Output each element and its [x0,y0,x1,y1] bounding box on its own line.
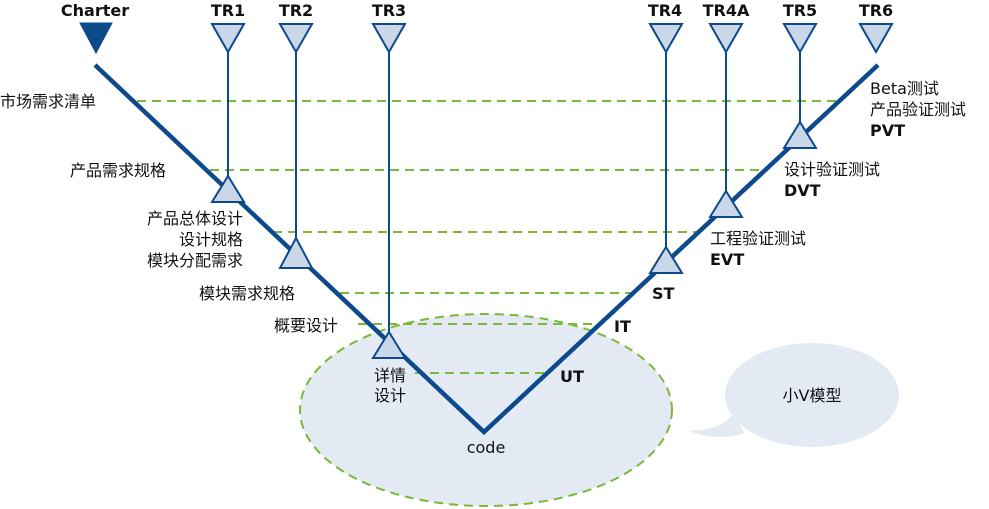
tr4a-milestone-icon [708,189,744,218]
tr3-gate-icon [371,23,407,55]
gate-label-tr4: TR4 [648,1,682,20]
gate-label-tr3: TR3 [372,1,406,20]
tr6-gate-icon [858,23,894,55]
label-overall-design-2: 设计规格 [179,230,243,249]
gate-label-tr5: TR5 [783,1,817,20]
label-code: code [467,438,506,457]
label-pvt-2: 产品验证测试 [870,100,966,119]
label-overall-design-3: 模块分配需求 [147,251,243,270]
label-dvt-1: 设计验证测试 [784,160,880,179]
speech-bubble: 小V模型 [688,343,899,447]
label-overall-design-1: 产品总体设计 [147,209,243,228]
label-detail-design-2: 设计 [374,386,406,405]
gate-label-tr4a: TR4A [703,1,750,20]
label-outline-design: 概要设计 [274,316,338,335]
label-st: ST [652,284,675,303]
small-v-ellipse [299,313,673,507]
tr3-milestone-icon [371,330,407,359]
tr4-gate-icon [648,23,684,55]
bubble-label: 小V模型 [783,386,842,405]
gate-label-tr2: TR2 [279,1,313,20]
tr2-gate-icon [278,23,314,55]
label-product-requirements: 产品需求规格 [70,161,166,180]
tr4-milestone-icon [648,245,684,274]
label-pvt-3: PVT [870,121,905,140]
label-dvt-2: DVT [784,181,821,200]
tr5-milestone-icon [782,120,818,149]
tr4a-gate-icon [708,23,744,55]
gate-label-tr6: TR6 [859,1,893,20]
label-it: IT [614,317,631,336]
label-evt-1: 工程验证测试 [710,229,806,248]
tr1-milestone-icon [210,174,246,203]
gate-label-tr1: TR1 [211,1,245,20]
label-ut: UT [560,367,584,386]
label-detail-design-1: 详情 [374,366,406,385]
tr5-gate-icon [782,23,818,55]
label-module-requirements: 模块需求规格 [199,284,295,303]
label-pvt-1: Beta测试 [870,79,939,98]
tr1-gate-icon [210,23,246,55]
charter-gate-icon [79,22,113,55]
label-evt-2: EVT [710,250,744,269]
tr2-milestone-icon [278,235,314,269]
gate-label-charter: Charter [61,1,129,20]
label-market-requirements: 市场需求清单 [0,92,96,111]
